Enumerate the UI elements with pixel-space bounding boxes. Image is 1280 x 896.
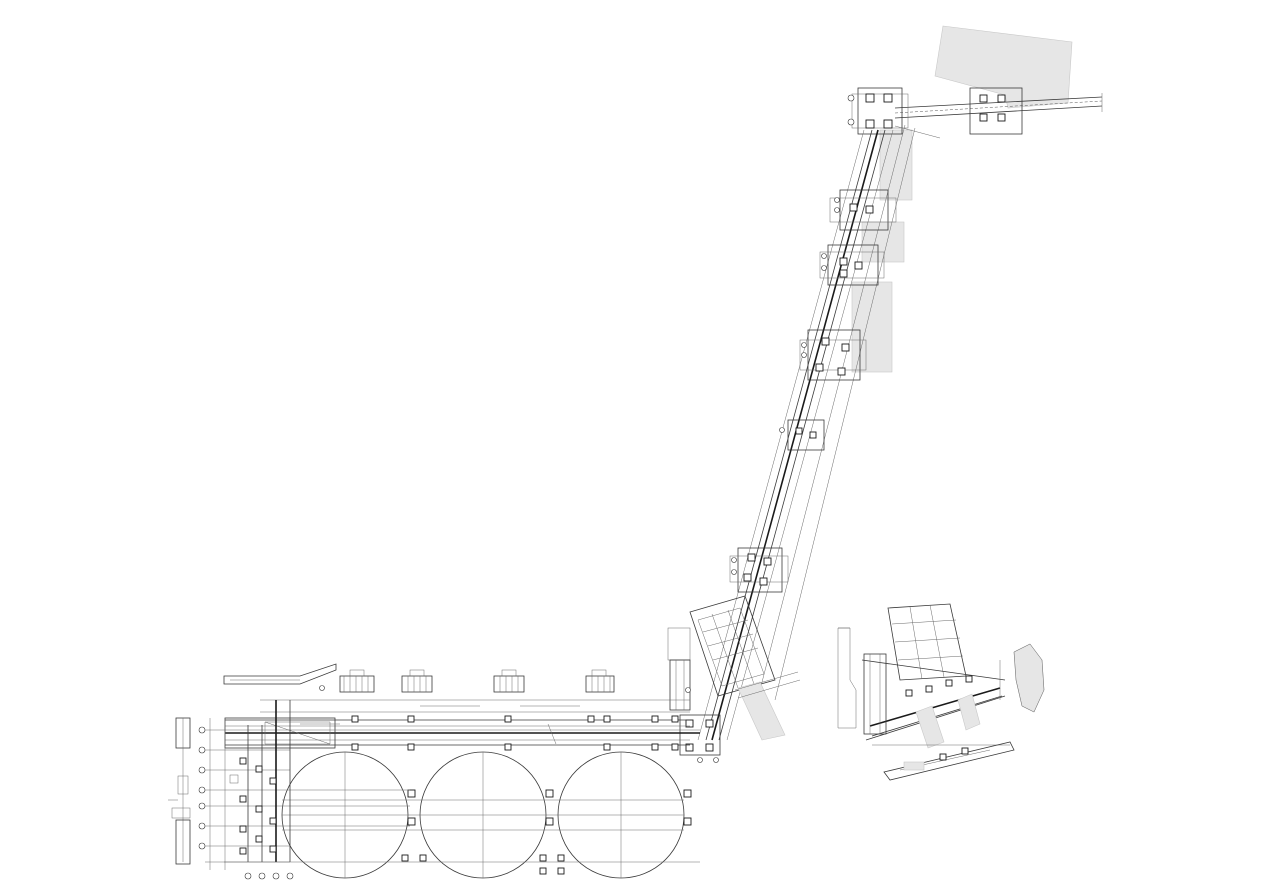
horizontal-conveyor-gallery [224,699,700,749]
annotation-marks [300,687,719,763]
upper-conveyor-east [894,87,1103,139]
lower-transfer-tower [667,595,801,741]
detail-plan [837,603,1045,781]
head-transfer-tower [847,87,909,135]
existing-building-hatch [851,25,1073,373]
left-grid-structure [198,700,700,880]
gallery-support-bents [729,189,897,593]
left-elevation-strip [168,717,191,865]
gallery-piers [351,715,679,751]
bend-tower [669,659,721,756]
inclined-conveyor-gallery [697,124,916,741]
elevation-blocks [223,663,615,693]
storage-tanks [281,751,692,879]
